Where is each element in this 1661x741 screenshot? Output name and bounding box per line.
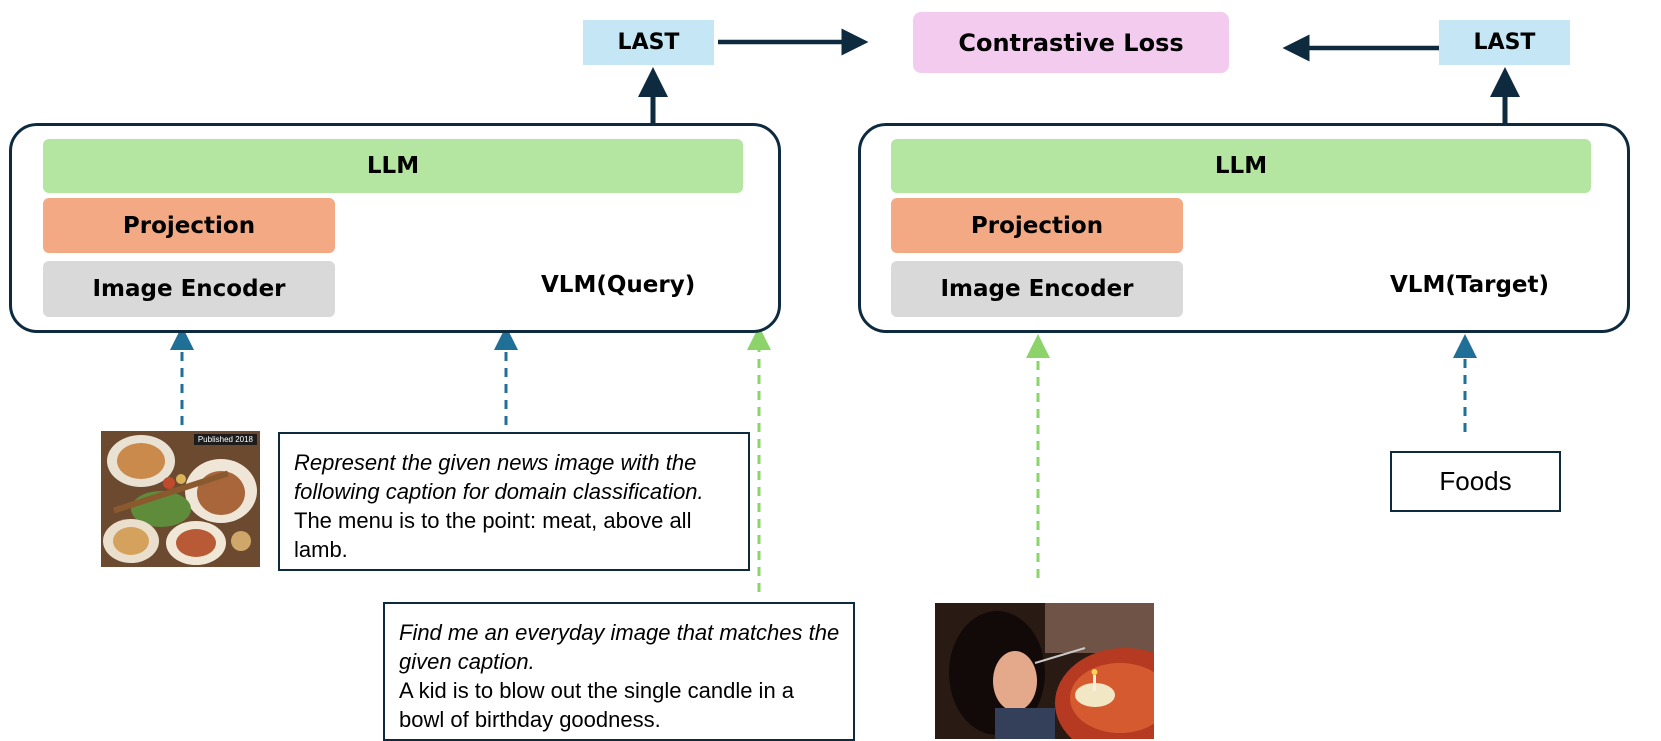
target-llm-block: LLM [891,139,1591,193]
news-instruction: Represent the given news image with the … [294,450,704,504]
target-last-token-box: LAST [1439,20,1570,65]
everyday-caption: A kid is to blow out the single candle i… [399,678,795,732]
food-photo-illustration [101,431,260,567]
contrastive-loss-box: Contrastive Loss [913,12,1229,73]
arrow-query-last-to-loss [718,28,869,56]
everyday-instruction-text-box: Find me an everyday image that matches t… [383,602,855,741]
query-projection-block: Projection [43,198,335,253]
everyday-instruction: Find me an everyday image that matches t… [399,620,840,674]
foods-target-text-box: Foods [1390,451,1561,512]
query-image-encoder-block: Image Encoder [43,261,335,317]
target-image-encoder-label: Image Encoder [940,276,1134,302]
news-instruction-text-box: Represent the given news image with the … [278,432,750,571]
query-llm-label: LLM [366,153,420,179]
kid-photo-illustration [935,603,1154,739]
query-llm-block: LLM [43,139,743,193]
news-caption: The menu is to the point: meat, above al… [294,508,692,562]
query-image-encoder-label: Image Encoder [92,276,286,302]
query-last-token-box: LAST [583,20,714,65]
target-last-label: LAST [1473,30,1536,55]
kid-birthday-image [935,603,1154,739]
target-llm-label: LLM [1214,153,1268,179]
contrastive-loss-label: Contrastive Loss [958,28,1184,57]
query-projection-label: Projection [122,212,256,239]
published-badge: Published 2018 [193,434,257,445]
news-food-image: Published 2018 [101,431,260,567]
target-projection-label: Projection [970,212,1104,239]
vlm-query-label: VLM(Query) [541,272,696,298]
target-image-encoder-block: Image Encoder [891,261,1183,317]
target-projection-block: Projection [891,198,1183,253]
vlm-target-label: VLM(Target) [1390,272,1550,298]
query-last-label: LAST [617,30,680,55]
foods-target-label: Foods [1439,466,1512,496]
